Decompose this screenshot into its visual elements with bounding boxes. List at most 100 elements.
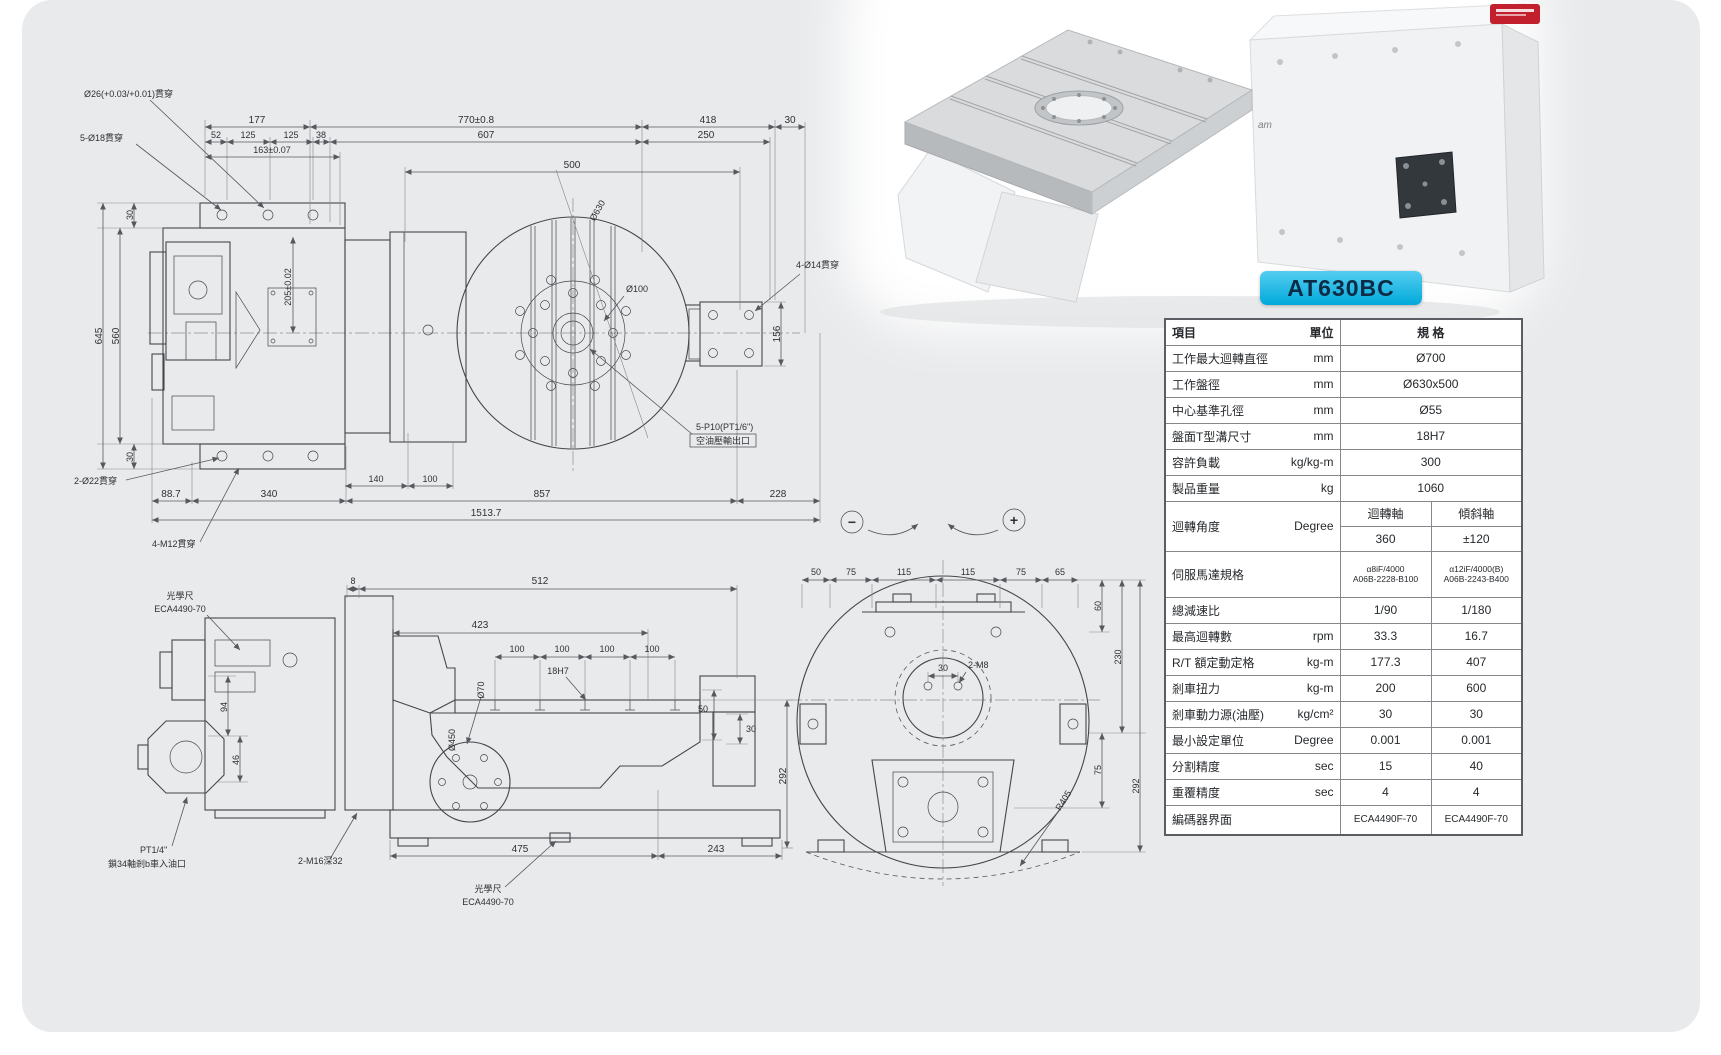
spec-unit: kg-m [1306, 681, 1334, 695]
dim-label: 46 [231, 755, 241, 765]
spec-item-label: 最小設定單位 [1172, 733, 1245, 748]
leader-label: Ø26(+0.03/+0.01)貫穿 [84, 88, 173, 99]
leader-label: Ø100 [626, 284, 648, 294]
dim-label: 88.7 [161, 489, 181, 500]
spec-unit: Degree [1294, 519, 1334, 533]
spec-item-label: R/T 額定動定格 [1172, 655, 1255, 670]
dim-label: 177 [249, 115, 266, 126]
dim-label: 228 [770, 489, 787, 500]
housing-bolts [1277, 41, 1465, 256]
dim-label: 292 [778, 767, 789, 784]
end-extensions [801, 579, 1146, 853]
dim-label: 205±0.02 [283, 268, 293, 305]
leader-label: 鎖34軸剎b車入油口 [108, 858, 186, 869]
dim-label: Ø450 [447, 729, 457, 751]
leader-label: Ø630 [588, 198, 608, 222]
cover-plate [1395, 151, 1457, 219]
spec-value: A06B-2243-B400 [1443, 574, 1509, 584]
spec-value: α8iF/4000 [1366, 563, 1405, 574]
plus-rotation-symbol: + [1010, 512, 1018, 528]
spec-value: 1060 [1339, 474, 1523, 502]
dim-label: 163±0.07 [253, 145, 290, 155]
table-center-bore [1034, 90, 1124, 126]
spec-item-label: 中心基準孔徑 [1172, 403, 1245, 418]
dim-label: 243 [708, 844, 725, 855]
dim-label: 115 [961, 567, 975, 577]
spec-value: Ø700 [1339, 344, 1523, 372]
dim-label: 292 [1131, 778, 1141, 793]
spec-item-label: 分割精度 [1172, 759, 1221, 774]
table-row: 總減速比 1/90 1/180 [1164, 596, 1523, 624]
spec-item-label: 剎車動力源(油壓) [1172, 707, 1264, 722]
spec-item-label: 重覆精度 [1172, 785, 1221, 800]
table-row: 剎車動力源(油壓)kg/cm² 30 30 [1164, 700, 1523, 728]
spec-unit: kg/cm² [1297, 707, 1334, 721]
minus-rotation-symbol: − [848, 514, 856, 530]
dim-label: 30 [125, 452, 135, 462]
header-value: 規 格 [1339, 318, 1523, 346]
spec-value: 16.7 [1430, 622, 1523, 650]
spec-value: 0.001 [1339, 726, 1432, 754]
dim-label: 475 [512, 844, 529, 855]
spec-value: 40 [1430, 752, 1523, 780]
dim-label: 857 [534, 489, 551, 500]
disc-slots [530, 218, 616, 448]
spec-value: 18H7 [1339, 422, 1523, 450]
dim-label: 75 [846, 567, 856, 577]
leader-label: 空油壓輸出口 [696, 435, 750, 446]
side-extensions [208, 585, 793, 860]
spec-value: 300 [1339, 448, 1523, 476]
spec-value: 15 [1339, 752, 1432, 780]
spec-unit: kg-m [1306, 655, 1334, 669]
dim-label: 140 [368, 474, 383, 484]
spec-value: α12iF/4000(B) [1449, 563, 1504, 574]
dim-label: 340 [261, 489, 278, 500]
dim-label: 125 [240, 130, 255, 140]
spec-value: 30 [1339, 700, 1432, 728]
dim-label: 75 [1016, 567, 1026, 577]
spec-item-label: 工作盤徑 [1172, 377, 1221, 392]
dim-label: 115 [897, 567, 911, 577]
table-header-row: 項目 單位 規 格 [1164, 318, 1523, 346]
dim-label: 156 [772, 325, 783, 342]
spec-item-label: 伺服馬達規格 [1172, 567, 1245, 582]
side-t-slots [490, 700, 680, 711]
dim-label: 560 [111, 327, 122, 344]
dim-label: 100 [644, 644, 659, 654]
spec-value: 0.001 [1430, 726, 1523, 754]
spec-value: A06B-2228-B100 [1352, 574, 1419, 584]
header-item: 項目 [1172, 325, 1197, 340]
cover-bolts [438, 754, 502, 810]
spec-unit: mm [1313, 377, 1334, 391]
dim-label: 75 [1093, 765, 1103, 775]
dim-label: 100 [422, 474, 437, 484]
dim-label: 100 [599, 644, 614, 654]
dim-label: 423 [472, 620, 489, 631]
spec-item-label: 製品重量 [1172, 481, 1221, 496]
dim-label: 38 [316, 130, 326, 140]
leader-label: 光學尺 [474, 883, 501, 894]
dim-label: 18H7 [547, 666, 569, 676]
dim-label: 500 [564, 160, 581, 171]
brand-logo [1490, 4, 1540, 24]
dim-label: 418 [700, 115, 717, 126]
leader-label: PT1/4" [140, 845, 167, 855]
leader-label: 5-P10(PT1/6") [696, 422, 753, 432]
leader-label: R405 [1054, 789, 1074, 813]
header-unit: 單位 [1309, 325, 1334, 340]
spec-item-label: 總減速比 [1172, 603, 1221, 618]
dim-label: 1513.7 [471, 508, 502, 519]
dim-label: 250 [698, 130, 715, 141]
leader-label: 2-M16深32 [298, 856, 343, 866]
leader-label: 2-Ø22貫穿 [74, 475, 117, 486]
leader-label: 4-Ø14貫穿 [796, 259, 839, 270]
